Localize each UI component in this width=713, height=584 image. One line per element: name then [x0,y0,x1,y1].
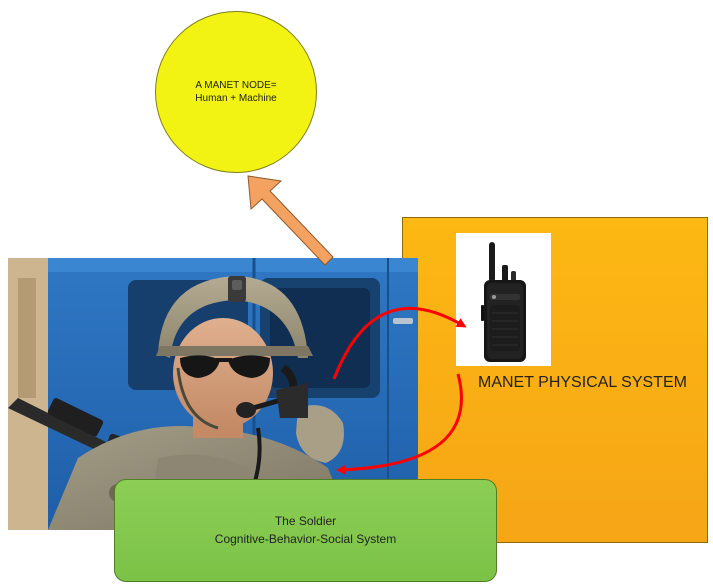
manet-node-label: A MANET NODE= Human + Machine [171,79,301,105]
radio-device-illustration [481,242,526,362]
soldier-system-subtitle: Cognitive-Behavior-Social System [214,531,397,546]
manet-node-circle: A MANET NODE= Human + Machine [155,11,317,173]
radio-photo [456,233,551,366]
manet-node-label-line1: A MANET NODE= [195,80,277,91]
manet-node-label-line2: Human + Machine [195,93,277,104]
soldier-system-title: The Soldier [274,514,337,529]
soldier-system-label: The Soldier Cognitive-Behavior-Social Sy… [215,513,396,548]
manet-physical-system-label: MANET PHYSICAL SYSTEM [478,374,687,391]
node-connector-arrow [247,175,334,266]
soldier-system-box: The Soldier Cognitive-Behavior-Social Sy… [114,479,497,582]
